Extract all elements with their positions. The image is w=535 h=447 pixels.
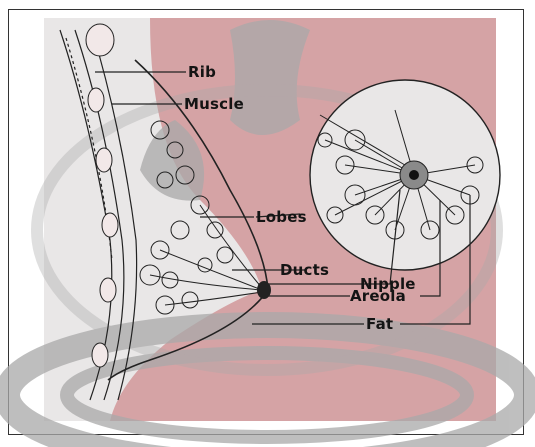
label-lobes: Lobes [256, 208, 307, 226]
label-rib: Rib [188, 63, 216, 81]
label-ducts: Ducts [280, 261, 329, 279]
label-areola: Areola [350, 287, 406, 305]
label-muscle: Muscle [184, 95, 244, 113]
label-fat: Fat [366, 315, 393, 333]
front-view-breast [310, 80, 500, 270]
